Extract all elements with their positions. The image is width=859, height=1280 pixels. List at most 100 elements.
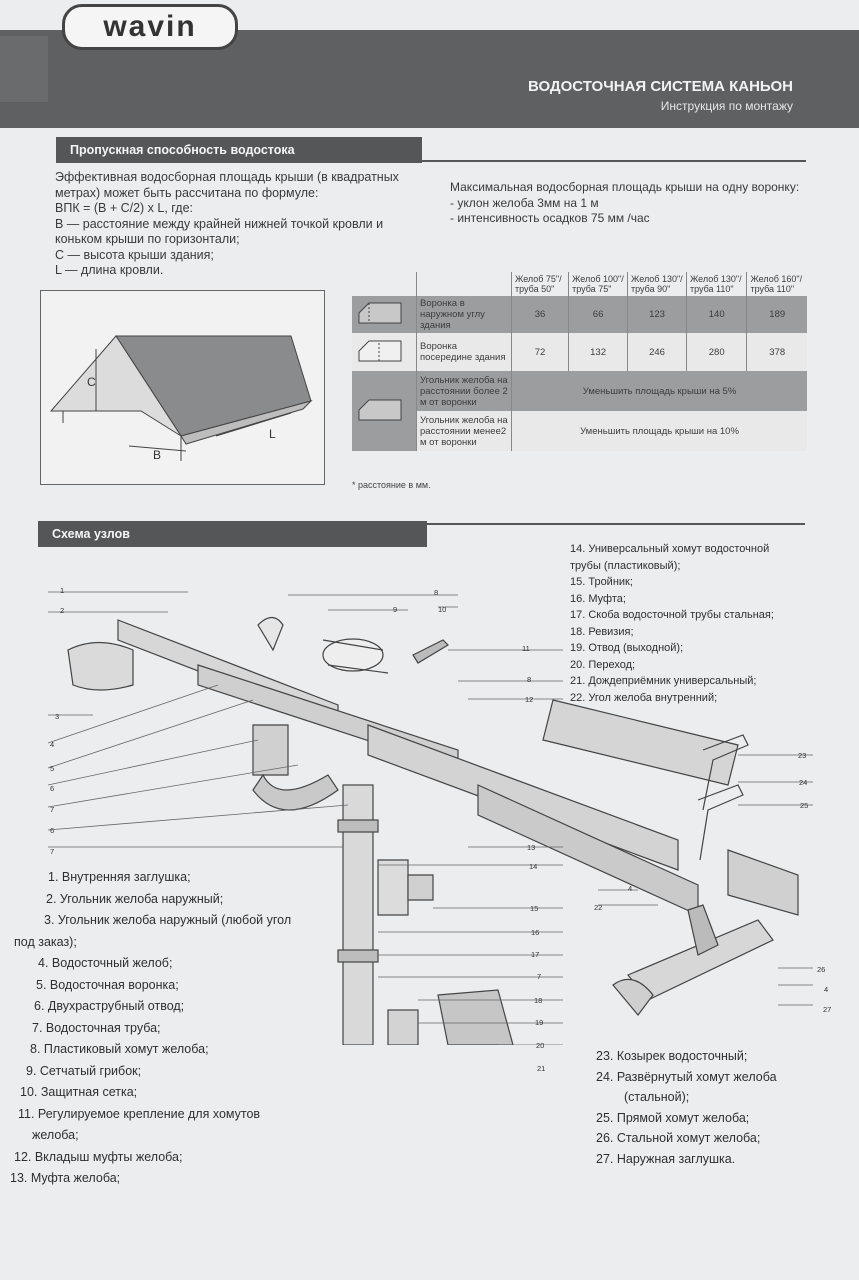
table-row: Воронка в наружном углу здания 36 66 123… xyxy=(352,296,807,333)
dim-c-label: C xyxy=(87,375,96,389)
list-item: 21. Дождеприёмник универсальный; xyxy=(570,675,757,687)
callout-7: 7 xyxy=(50,805,55,814)
list-item: 24. Развёрнутый хомут желоба xyxy=(596,1069,777,1084)
house-icon xyxy=(358,399,402,420)
list-item: 1. Внутренняя заглушка; xyxy=(48,870,191,884)
row-label: Воронка посередине здания xyxy=(416,333,512,371)
gutter-system-drawing xyxy=(38,575,828,1046)
capacity-table: Желоб 75"/ труба 50" Желоб 100"/ труба 7… xyxy=(352,272,807,451)
list-item: 11. Регулируемое крепление для хомутов xyxy=(18,1106,261,1121)
list-item: 20. Переход; xyxy=(570,658,636,671)
callout-7c: 7 xyxy=(537,972,542,981)
dim-l-label: L xyxy=(269,427,276,441)
house-icon xyxy=(358,340,402,361)
row-label: Угольник желоба на расстоянии более 2 м … xyxy=(416,371,512,411)
table-cell: 378 xyxy=(746,333,807,371)
section-heading-capacity: Пропускная способность водостока xyxy=(56,137,422,163)
table-header-cell: Желоб 130"/ труба 90" xyxy=(627,272,687,296)
row-label: Угольник желоба на расстоянии менее2 м о… xyxy=(416,411,512,451)
callout-6b: 6 xyxy=(50,826,55,835)
list-item: 6. Двухраструбный отвод; xyxy=(34,999,185,1013)
parts-list-left: 1. Внутренняя заглушка; 2. Угольник жело… xyxy=(10,867,340,1190)
row-note: Уменьшить площадь крыши на 5% xyxy=(511,371,807,411)
callout-4: 4 xyxy=(50,740,55,749)
callout-22: 22 xyxy=(594,903,603,912)
house-icon xyxy=(358,302,402,324)
table-header-cell: Желоб 130"/ труба 110" xyxy=(685,272,747,296)
callout-8: 8 xyxy=(434,588,439,597)
table-row: Угольник желоба на расстоянии более 2 м … xyxy=(352,371,807,420)
list-item: 7. Водосточная труба; xyxy=(32,1020,161,1035)
row-note: Уменьшить площадь крыши на 10% xyxy=(511,411,807,451)
callout-15: 15 xyxy=(530,904,539,913)
parts-list-right-bottom: 23. Козырек водосточный; 24. Развёрнутый… xyxy=(596,1046,836,1169)
table-cell: 189 xyxy=(746,296,807,333)
list-item: 27. Наружная заглушка. xyxy=(596,1151,736,1166)
callout-2: 2 xyxy=(60,606,65,615)
callout-9: 9 xyxy=(393,605,398,614)
conditions-text: Максимальная водосборная площадь крыши н… xyxy=(450,180,800,225)
row-label: Воронка в наружном углу здания xyxy=(416,296,512,333)
table-cell: 36 xyxy=(510,296,569,333)
callout-19: 19 xyxy=(535,1018,544,1027)
table-header-cell: Желоб 160"/ труба 110" xyxy=(746,272,807,296)
list-item: 23. Козырек водосточный; xyxy=(596,1049,748,1063)
callout-24: 24 xyxy=(799,778,808,787)
callout-13: 13 xyxy=(527,843,536,852)
list-item: 22. Угол желоба внутренний; xyxy=(570,691,718,704)
callout-12: 12 xyxy=(525,695,534,704)
table-cell: 246 xyxy=(627,333,687,371)
dim-b-label: B xyxy=(153,448,161,462)
table-row: Угольник желоба на расстоянии менее2 м о… xyxy=(352,411,807,451)
list-item: (стальной); xyxy=(624,1090,690,1104)
list-item: 8. Пластиковый хомут желоба; xyxy=(30,1042,209,1056)
section-rule xyxy=(413,523,805,525)
callout-7b: 7 xyxy=(50,847,55,856)
callout-4b: 4 xyxy=(628,884,633,893)
list-item: под заказ); xyxy=(14,934,77,949)
callout-5: 5 xyxy=(50,764,55,773)
table-cell: 140 xyxy=(685,296,747,333)
header-left-stripe xyxy=(0,36,48,102)
table-cell: 123 xyxy=(627,296,687,333)
list-item: 2. Угольник желоба наружный; xyxy=(46,891,224,906)
list-item: 15. Тройник; xyxy=(570,576,633,588)
table-header-cell: Желоб 100"/ труба 75" xyxy=(568,272,628,296)
callout-17: 17 xyxy=(531,950,540,959)
section-heading-nodes: Схема узлов xyxy=(38,521,427,547)
callout-21: 21 xyxy=(537,1064,546,1073)
table-header-row: Желоб 75"/ труба 50" Желоб 100"/ труба 7… xyxy=(352,272,807,296)
header-band xyxy=(0,36,859,128)
list-item: трубы (пластиковый); xyxy=(570,559,681,572)
callout-18: 18 xyxy=(534,996,543,1005)
table-cell: 72 xyxy=(510,333,569,371)
list-item: 12. Вкладыш муфты желоба; xyxy=(14,1149,183,1164)
table-cell: 280 xyxy=(685,333,747,371)
list-item: 26. Стальной хомут желоба; xyxy=(596,1131,761,1145)
callout-3: 3 xyxy=(55,712,60,721)
section-rule xyxy=(408,160,806,162)
callout-11: 11 xyxy=(522,644,530,653)
list-item: 4. Водосточный желоб; xyxy=(38,956,173,970)
formula-text: Эффективная водосборная площадь крыши (в… xyxy=(55,170,399,277)
document-title: ВОДОСТОЧНАЯ СИСТЕМА КАНЬОН xyxy=(528,78,793,95)
table-cell: 132 xyxy=(568,333,628,371)
header-band-top xyxy=(0,30,859,40)
callout-1: 1 xyxy=(60,586,65,595)
table-footnote: * расстояние в мм. xyxy=(352,480,431,490)
callout-8b: 8 xyxy=(527,675,532,684)
list-item: 9. Сетчатый грибок; xyxy=(26,1063,142,1078)
list-item: 10. Защитная сетка; xyxy=(20,1085,138,1099)
callout-25: 25 xyxy=(800,801,809,810)
list-item: желоба; xyxy=(32,1128,79,1142)
callout-23: 23 xyxy=(798,751,807,760)
wavin-logo: wavin xyxy=(62,4,238,50)
callout-27: 27 xyxy=(823,1005,832,1014)
table-cell: 66 xyxy=(568,296,628,333)
document-subtitle: Инструкция по монтажу xyxy=(660,99,793,113)
table-header-cell: Желоб 75"/ труба 50" xyxy=(510,272,569,296)
list-item: 3. Угольник желоба наружный (любой угол xyxy=(44,913,292,927)
list-item: 17. Скоба водосточной трубы стальная; xyxy=(570,609,774,621)
callout-14: 14 xyxy=(529,862,538,871)
parts-list-right-top: 14. Универсальный хомут водосточной труб… xyxy=(570,541,820,706)
